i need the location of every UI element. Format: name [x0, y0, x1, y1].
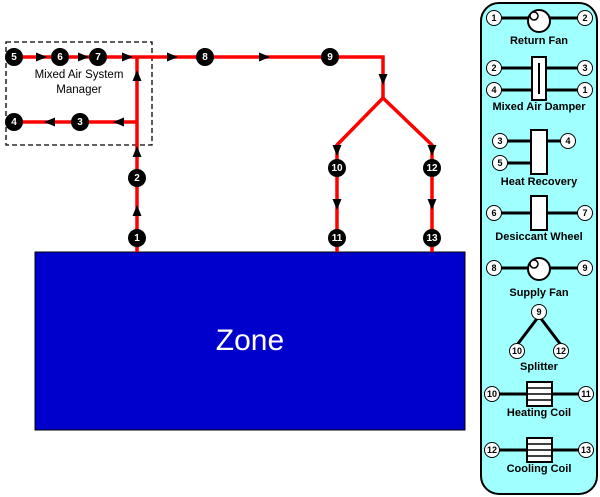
legend-label-cooling-coil: Cooling Coil [506, 463, 572, 475]
legend-node: 9 [531, 304, 547, 320]
node-1: 1 [128, 229, 146, 247]
legend-node: 11 [578, 386, 594, 402]
legend-label-heating-coil: Heating Coil [506, 407, 572, 419]
legend-node: 3 [577, 60, 593, 76]
node-3: 3 [71, 113, 89, 131]
cooling-coil-icon [526, 437, 553, 463]
duct-branch-right [381, 96, 434, 252]
legend-label-heat-recovery: Heat Recovery [500, 176, 578, 188]
flow-arrow-right [122, 52, 133, 62]
legend-node: 7 [577, 205, 593, 221]
legend-node: 12 [484, 442, 500, 458]
legend-node: 4 [486, 82, 502, 98]
node-5: 5 [5, 48, 23, 66]
flow-arrow-down [378, 74, 388, 85]
legend-node: 9 [577, 260, 593, 276]
heating-coil-icon [526, 381, 553, 407]
flow-arrow-up [132, 70, 142, 81]
flow-arrow-right [167, 52, 178, 62]
flow-arrow-down [332, 145, 342, 156]
node-13: 13 [423, 229, 441, 247]
legend-node: 1 [486, 10, 502, 26]
heat-recovery-icon [530, 129, 548, 175]
legend-node: 10 [484, 386, 500, 402]
flow-arrow-down [427, 145, 437, 156]
mixed-air-manager-label: Mixed Air System Manager [8, 68, 150, 98]
legend-label-splitter: Splitter [520, 361, 558, 373]
legend-node: 4 [560, 133, 576, 149]
flow-arrow-up [132, 205, 142, 216]
return-fan-icon [527, 9, 551, 33]
node-4: 4 [5, 113, 23, 131]
supply-fan-icon [527, 257, 551, 281]
legend-node: 5 [492, 155, 508, 171]
legend-label-mixed-air-damper: Mixed Air Damper [492, 101, 586, 113]
node-2: 2 [128, 169, 146, 187]
zone-box [34, 251, 466, 431]
legend-node: 12 [553, 343, 569, 359]
duct-branch-left [335, 96, 385, 252]
legend-node: 3 [492, 133, 508, 149]
flow-arrow-down [332, 199, 342, 210]
manager-label-line2: Manager [56, 84, 102, 96]
manager-label-line1: Mixed Air System [34, 69, 124, 81]
legend-node: 13 [578, 442, 594, 458]
node-11: 11 [328, 229, 346, 247]
splitter-icon [515, 315, 563, 346]
legend-node: 2 [486, 60, 502, 76]
damper-icon [531, 56, 547, 101]
legend-label-supply-fan: Supply Fan [509, 287, 569, 299]
node-10: 10 [328, 159, 346, 177]
legend-node: 10 [509, 343, 525, 359]
legend-label-desiccant-wheel: Desiccant Wheel [495, 231, 583, 243]
flow-arrow-right [259, 52, 270, 62]
mixed-air-manager-box [5, 41, 153, 146]
legend-panel [480, 2, 598, 495]
zone-label: Zone [215, 324, 285, 357]
flow-arrow-up [132, 146, 142, 157]
node-9: 9 [321, 48, 339, 66]
flow-arrow-left [44, 117, 55, 127]
flow-arrow-left [113, 117, 124, 127]
flow-arrow-right [78, 52, 89, 62]
node-7: 7 [89, 48, 107, 66]
node-12: 12 [423, 159, 441, 177]
legend-label-return-fan: Return Fan [509, 35, 569, 47]
flow-arrow-right [36, 52, 47, 62]
legend-node: 1 [577, 82, 593, 98]
legend-node: 8 [486, 260, 502, 276]
flow-arrow-down [427, 199, 437, 210]
node-6: 6 [51, 48, 69, 66]
desiccant-wheel-icon [530, 195, 548, 231]
legend-node: 2 [577, 10, 593, 26]
legend-node: 6 [486, 205, 502, 221]
node-8: 8 [196, 48, 214, 66]
